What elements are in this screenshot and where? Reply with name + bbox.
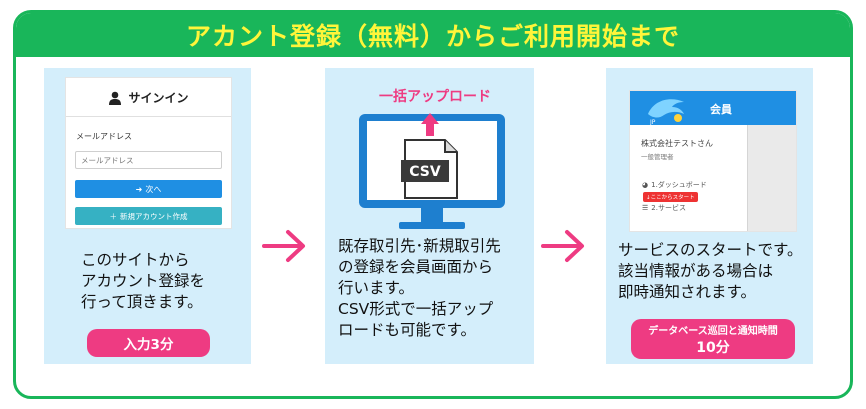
step1-description: このサイトから アカウント登録を 行って頂きます。 <box>81 251 206 311</box>
email-label: メールアドレス <box>76 132 132 141</box>
step1-card: サインイン メールアドレス ➜ 次へ ＋ 新規アカウント作成 このサイトから ア… <box>44 68 251 364</box>
step3-description: サービスのスタートです。 該当情報がある場合は 即時通知されます。 <box>618 241 803 301</box>
divider <box>66 116 231 117</box>
start-here-badge: ↓ここからスタート <box>643 192 698 202</box>
menu-service-label: 2.サービス <box>651 204 686 212</box>
member-header: JP 会員 <box>630 91 796 126</box>
upload-arrow-icon <box>421 113 439 136</box>
next-button-label: 次へ <box>145 184 162 194</box>
step2-description: 既存取引先･新規取引先 の登録を会員画面から 行います。 CSV形式で一括アップ… <box>338 237 501 339</box>
dashboard-icon: ◕ <box>642 181 649 189</box>
menu-item-service[interactable]: ☰ 2.サービス <box>642 203 686 213</box>
next-button[interactable]: ➜ 次へ <box>75 180 222 198</box>
menu-item-dashboard[interactable]: ◕ 1.ダッシュボード <box>642 180 707 190</box>
signin-screenshot: サインイン メールアドレス ➜ 次へ ＋ 新規アカウント作成 <box>65 77 232 229</box>
company-name: 株式会社テストさん <box>641 139 713 148</box>
user-role: 一般管理者 <box>641 153 674 161</box>
create-account-button[interactable]: ＋ 新規アカウント作成 <box>75 207 222 225</box>
banner-title: アカント登録（無料）からご利用開始まで <box>185 22 680 51</box>
member-title: 会員 <box>710 103 732 116</box>
user-icon <box>109 91 122 105</box>
csv-file-icon <box>401 139 458 199</box>
signin-header: サインイン <box>66 89 231 106</box>
title-banner: アカント登録（無料）からご利用開始まで <box>16 13 850 57</box>
input-time-label: 入力3分 <box>123 337 174 353</box>
right-arrow-icon <box>541 230 584 262</box>
notify-time-caption: データベース巡回と通知時間 <box>648 325 778 337</box>
notify-time-badge: データベース巡回と通知時間 10分 <box>631 319 795 359</box>
input-time-badge: 入力3分 <box>87 329 210 357</box>
login-arrow-icon: ➜ <box>135 184 143 194</box>
side-panel <box>747 125 796 231</box>
email-field[interactable] <box>75 151 222 169</box>
signin-title: サインイン <box>128 91 189 105</box>
csv-file-label: CSV <box>409 164 441 180</box>
right-arrow-icon <box>262 230 305 262</box>
member-screenshot: JP 会員 株式会社テストさん 一般管理者 ◕ 1.ダッシュボード ↓ここからス… <box>629 90 797 232</box>
create-account-label: 新規アカウント作成 <box>120 211 188 221</box>
monitor-icon <box>359 113 505 229</box>
step3-card: JP 会員 株式会社テストさん 一般管理者 ◕ 1.ダッシュボード ↓ここからス… <box>606 68 813 364</box>
notify-time-value: 10分 <box>696 339 730 356</box>
dolphin-logo-icon: JP <box>648 99 684 126</box>
bulk-upload-label: 一括アップロード <box>379 89 491 105</box>
menu-dashboard-label: 1.ダッシュボード <box>651 181 707 189</box>
plus-icon: ＋ <box>109 211 118 221</box>
svg-text:JP: JP <box>649 119 656 126</box>
list-icon: ☰ <box>642 204 649 212</box>
